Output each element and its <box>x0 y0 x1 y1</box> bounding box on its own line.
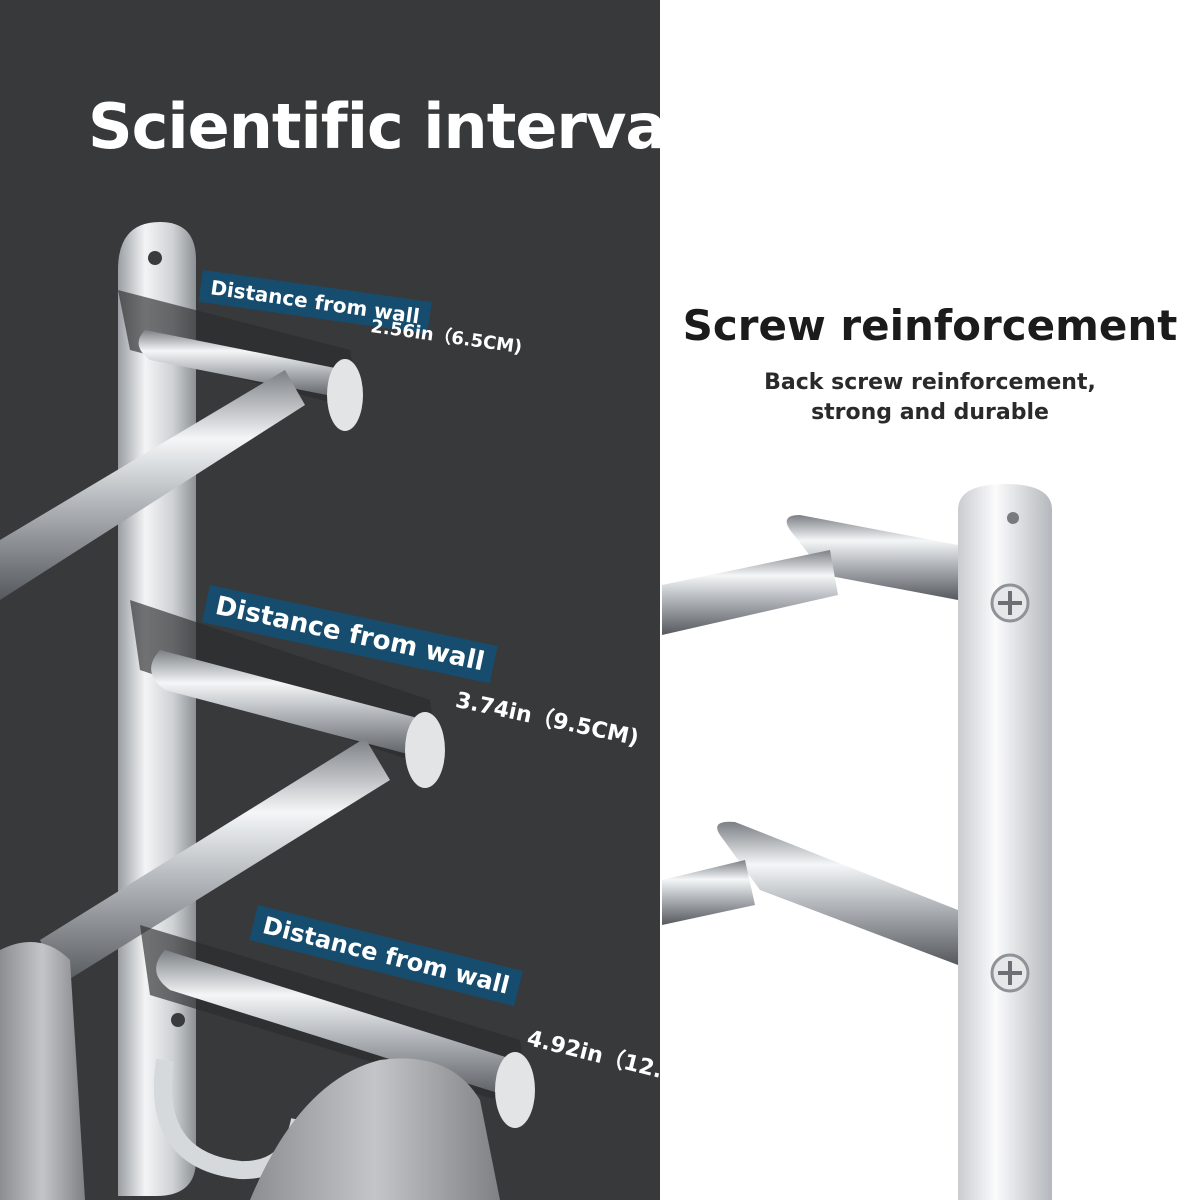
section-subtitle-line1: Back screw reinforcement, <box>764 370 1096 395</box>
section-subtitle-line2: strong and durable <box>811 400 1049 425</box>
headline: Scientific interval <box>88 90 687 163</box>
section-title: Screw reinforcement <box>682 301 1178 350</box>
